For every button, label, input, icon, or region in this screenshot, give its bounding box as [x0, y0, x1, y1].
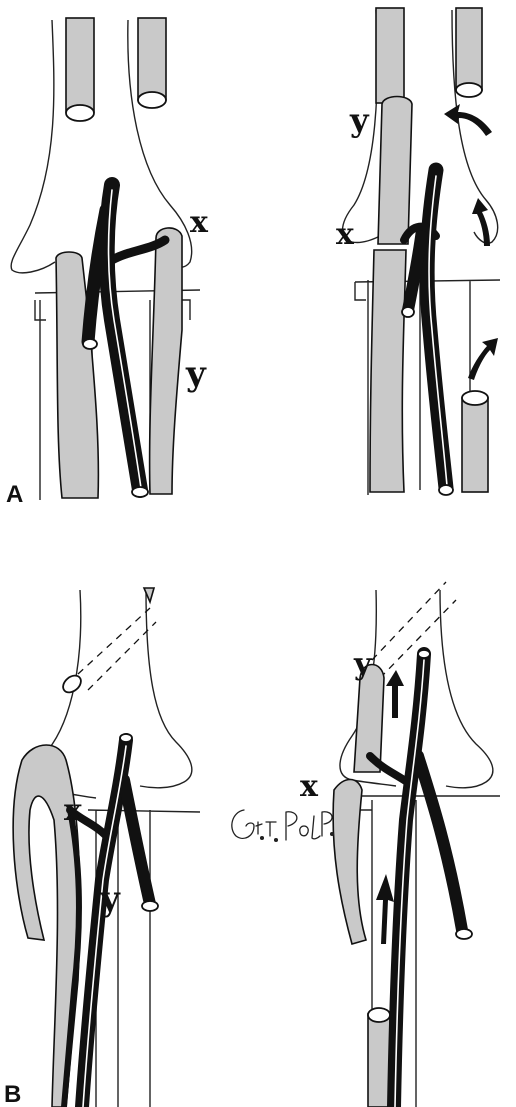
artist-signature: [232, 810, 334, 841]
label-y: y: [353, 647, 373, 682]
arrow-icon: [468, 338, 498, 380]
panel-label-b: B: [4, 1081, 21, 1107]
vein-end-cap: [456, 83, 482, 97]
vessel-stub-upper-right: [456, 8, 482, 90]
dark-vein-main: [82, 740, 126, 1107]
dark-vein-branch: [418, 756, 462, 930]
dark-vein-main: [394, 654, 424, 1107]
panel-a: x y: [0, 0, 516, 520]
vein-end-cap: [456, 929, 472, 939]
label-x: x: [300, 769, 319, 804]
arrow-icon: [376, 874, 394, 944]
dashed-vessel-line: [78, 608, 150, 674]
label-x: x: [336, 217, 355, 252]
dark-vein-branch: [124, 780, 150, 904]
vein-end-cap: [132, 487, 148, 497]
stippled-vessel-right: [150, 228, 182, 494]
label-y: y: [185, 354, 207, 394]
panel-label-a: A: [6, 481, 23, 508]
vein-end-cap: [120, 734, 132, 742]
label-y: y: [99, 879, 121, 919]
vessel-stub-upper-right: [138, 18, 166, 108]
arrow-icon: [386, 670, 404, 718]
vein-end-cap: [60, 672, 84, 696]
panel-b-before: x y: [13, 588, 200, 1107]
vein-end-cap: [439, 485, 453, 495]
stippled-vessel-left: [370, 250, 406, 492]
arrow-icon: [472, 198, 490, 246]
panel-b: x y y: [0, 560, 516, 1107]
label-y: y: [349, 101, 370, 139]
label-x: x: [190, 205, 209, 240]
vein-end-cap: [83, 339, 97, 349]
vessel-stub-upper-left: [66, 18, 94, 121]
arrow-icon: [444, 104, 492, 136]
panel-a-before: x y: [11, 18, 209, 500]
panel-a-after: y x: [336, 8, 500, 495]
vein-end-cap: [402, 307, 414, 317]
vein-end-cap: [418, 650, 430, 658]
stippled-segment-y: [378, 97, 412, 245]
stippled-vessel-left: [333, 780, 366, 945]
panel-b-drawing: x y y: [0, 560, 516, 1107]
vein-end-cap: [142, 901, 158, 911]
vessel-stub-lower-right: [462, 391, 488, 492]
label-x: x: [64, 793, 83, 828]
stippled-vessel-top: [376, 8, 404, 103]
panel-b-after: y x: [300, 582, 500, 1107]
vessel-stub-lower-left: [368, 1008, 390, 1107]
panel-a-drawing: x y: [0, 0, 516, 520]
